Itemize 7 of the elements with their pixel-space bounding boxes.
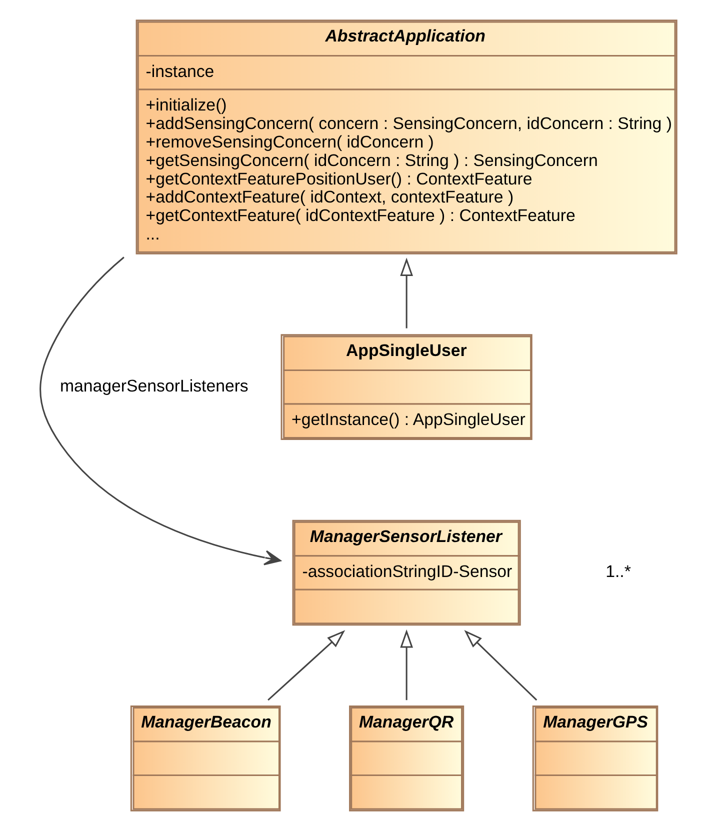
arrow: [267, 630, 345, 701]
arrow: [39, 256, 281, 566]
label: 1..*: [605, 562, 630, 582]
arrow: [400, 258, 413, 328]
arrow: [464, 630, 537, 701]
edge-label: managerSensorListeners: [60, 376, 248, 396]
arrow: [400, 629, 413, 700]
